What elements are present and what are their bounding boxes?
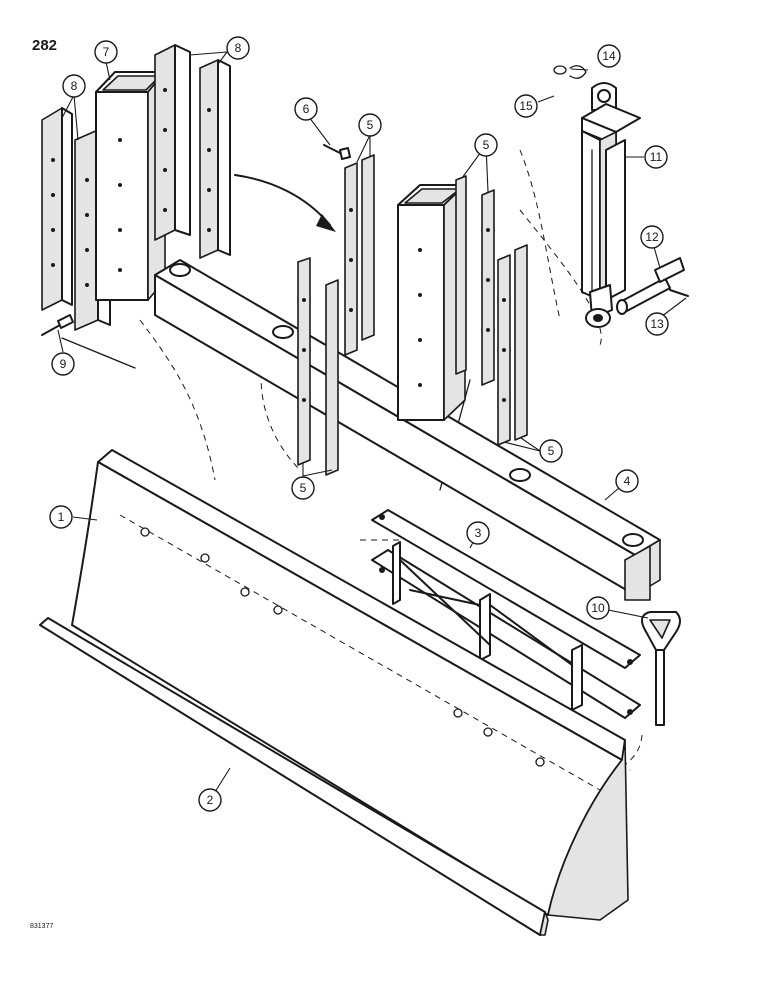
svg-text:6: 6 xyxy=(303,102,310,116)
bolt xyxy=(323,144,351,160)
callout-5-top-right: 5 xyxy=(474,133,498,157)
callout-11: 11 xyxy=(644,145,668,169)
callout-13: 13 xyxy=(645,312,669,336)
upper-mounting-plates xyxy=(154,44,231,259)
svg-text:5: 5 xyxy=(483,138,490,152)
svg-text:12: 12 xyxy=(645,230,659,244)
callout-9: 9 xyxy=(51,352,75,376)
svg-text:8: 8 xyxy=(71,79,78,93)
svg-text:5: 5 xyxy=(300,481,307,495)
svg-text:14: 14 xyxy=(602,49,616,63)
clip-and-ring xyxy=(553,65,587,79)
svg-text:11: 11 xyxy=(650,150,663,164)
svg-text:3: 3 xyxy=(475,526,482,540)
moldboard-blade xyxy=(71,449,629,921)
callout-2: 2 xyxy=(198,788,222,812)
cutting-edge xyxy=(39,617,549,936)
svg-text:5: 5 xyxy=(548,444,555,458)
callout-5-bottom-right: 5 xyxy=(539,439,563,463)
callout-15: 15 xyxy=(514,94,538,118)
center-left-plates xyxy=(297,154,375,476)
cylinder-pin xyxy=(616,257,689,315)
svg-text:4: 4 xyxy=(624,474,631,488)
callout-14: 14 xyxy=(597,44,621,68)
callout-4: 4 xyxy=(615,469,639,493)
center-square-post xyxy=(397,184,466,421)
callout-12: 12 xyxy=(640,225,664,249)
center-right-plates xyxy=(455,175,528,446)
svg-text:8: 8 xyxy=(235,41,242,55)
svg-text:10: 10 xyxy=(591,601,605,615)
callout-5-bottom-left: 5 xyxy=(291,476,315,500)
lock-pin xyxy=(641,611,681,726)
svg-text:15: 15 xyxy=(519,99,533,113)
hydraulic-cylinder xyxy=(581,82,641,328)
mounting-frame xyxy=(371,509,641,719)
callout-6: 6 xyxy=(294,97,318,121)
svg-text:5: 5 xyxy=(367,118,374,132)
svg-text:9: 9 xyxy=(60,357,67,371)
assembly-direction-arrow xyxy=(234,174,336,232)
svg-text:1: 1 xyxy=(58,510,65,524)
drawing-id: 831377 xyxy=(30,923,53,930)
page-number: 282 xyxy=(32,37,57,54)
callout-5-top-left: 5 xyxy=(358,113,382,137)
svg-text:13: 13 xyxy=(650,317,664,331)
callout-1: 1 xyxy=(49,505,73,529)
left-pin xyxy=(41,314,74,336)
callout-8-right: 8 xyxy=(226,36,250,60)
callout-10: 10 xyxy=(586,596,610,620)
svg-text:2: 2 xyxy=(207,793,214,807)
callout-7: 7 xyxy=(94,40,118,64)
callout-3: 3 xyxy=(466,521,490,545)
svg-text:7: 7 xyxy=(103,45,110,59)
callout-8-left: 8 xyxy=(62,74,86,98)
